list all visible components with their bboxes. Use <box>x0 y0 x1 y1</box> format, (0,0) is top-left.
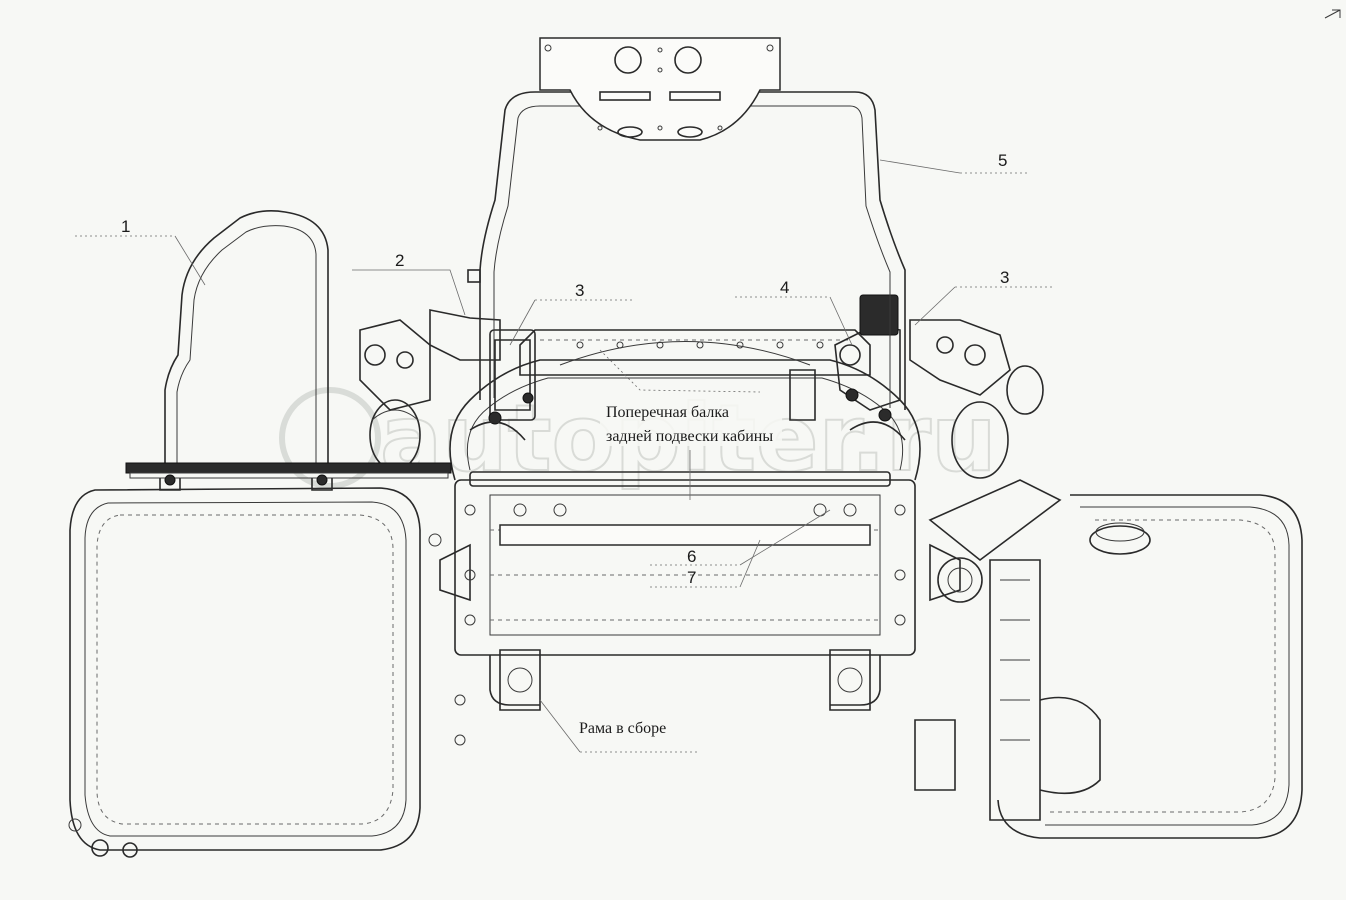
callout-2: 2 <box>395 251 404 270</box>
right-tank <box>997 494 1303 839</box>
callout-7: 7 <box>687 568 696 587</box>
callout-6: 6 <box>687 547 696 566</box>
callout-labels: 1 2 3 3 4 5 6 7 <box>121 151 1009 587</box>
left-suspension-bracket <box>359 309 536 471</box>
annotations: Поперечная балка задней подвески кабины … <box>574 398 782 738</box>
left-handrail <box>125 210 452 491</box>
right-suspension-bracket <box>789 294 1044 479</box>
top-mounting-plate <box>539 37 781 141</box>
transverse-beam <box>469 329 891 487</box>
callout-3-right: 3 <box>1000 268 1009 287</box>
leader-lines <box>75 159 1055 753</box>
annotation-beam-line2: задней подвески кабины <box>606 428 773 445</box>
callout-1: 1 <box>121 217 130 236</box>
callout-4: 4 <box>780 278 789 297</box>
callout-3-left: 3 <box>575 281 584 300</box>
corner-arrow-icon <box>1324 9 1341 19</box>
annotation-frame: Рама в сборе <box>579 720 666 737</box>
chassis-frame <box>428 359 1062 821</box>
callout-5: 5 <box>998 151 1007 170</box>
annotation-beam-line1: Поперечная балка <box>606 404 729 421</box>
left-tank <box>68 487 421 858</box>
